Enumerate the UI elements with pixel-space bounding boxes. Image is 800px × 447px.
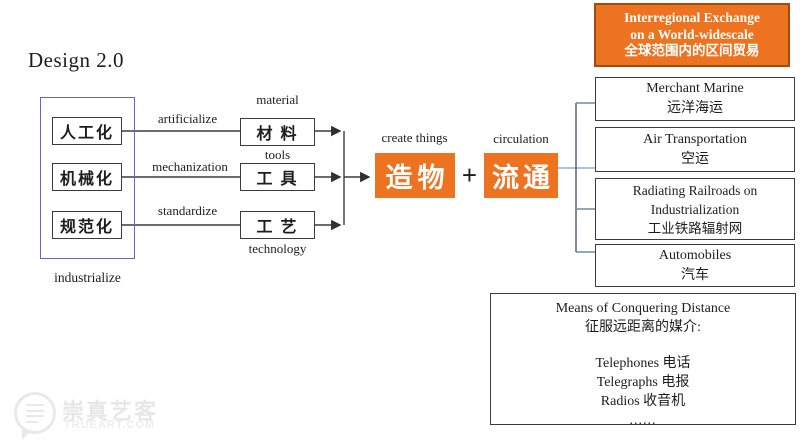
box-technology: 工 艺 bbox=[240, 211, 315, 239]
air-transportation-zh: 空运 bbox=[681, 151, 709, 167]
watermark-logo-tail bbox=[22, 430, 32, 440]
watermark-name: 崇真艺客 bbox=[62, 399, 159, 424]
caption-technology: technology bbox=[248, 241, 307, 256]
watermark-domain: TRUEART.COM bbox=[64, 419, 156, 431]
conquering-distance-box: Means of Conquering Distance 征服远距离的媒介: T… bbox=[490, 293, 796, 428]
exchange-line-1: Interregional Exchange bbox=[624, 10, 760, 26]
box-standardize: 规范化 bbox=[52, 211, 122, 239]
caption-material: material bbox=[256, 92, 299, 107]
process-label-mechanization: mechanization bbox=[152, 159, 228, 174]
box-radiating-railroads: Radiating Railroads on Industrialization… bbox=[595, 178, 795, 240]
box-air-transportation: Air Transportation 空运 bbox=[595, 127, 795, 172]
box-mechanization: 机械化 bbox=[52, 163, 122, 191]
interregional-exchange-box: Interregional Exchange on a World-widesc… bbox=[594, 3, 790, 67]
automobiles-zh: 汽车 bbox=[681, 267, 709, 283]
circulation-branch-bracket bbox=[558, 102, 597, 253]
box-automobiles: Automobiles 汽车 bbox=[595, 244, 795, 287]
merchant-marine-en: Merchant Marine bbox=[646, 81, 744, 96]
caption-tools: tools bbox=[264, 147, 291, 162]
page-title: Design 2.0 bbox=[28, 48, 124, 72]
distance-line-1: Means of Conquering Distance bbox=[555, 301, 731, 316]
box-artificialize: 人工化 bbox=[52, 117, 122, 145]
distance-line-4: Telegraphs 电报 bbox=[596, 375, 690, 390]
box-create-things: 造物 bbox=[375, 153, 455, 198]
resource-merge-arrows bbox=[315, 125, 371, 231]
caption-circulation: circulation bbox=[493, 131, 549, 146]
box-standardize-label: 规范化 bbox=[59, 219, 114, 236]
distance-line-3: Telephones 电话 bbox=[595, 356, 691, 371]
watermark-logo-icon bbox=[14, 392, 56, 434]
air-transportation-en: Air Transportation bbox=[643, 131, 747, 147]
industrialize-label: industrialize bbox=[54, 270, 121, 285]
caption-create-things: create things bbox=[381, 130, 448, 145]
radiating-railroads-en2: Industrialization bbox=[650, 201, 740, 217]
process-label-artificialize: artificialize bbox=[157, 111, 218, 126]
distance-line-5: Radios 收音机 bbox=[600, 394, 686, 409]
plus-sign: + bbox=[461, 160, 478, 190]
merchant-marine-zh: 远洋海运 bbox=[667, 101, 723, 116]
box-material-label: 材 料 bbox=[256, 126, 299, 143]
box-technology-label: 工 艺 bbox=[256, 219, 299, 236]
box-tools: 工 具 bbox=[240, 163, 315, 191]
distance-ellipsis: ...... bbox=[629, 413, 657, 428]
exchange-line-3: 全球范围内的区间贸易 bbox=[624, 43, 760, 59]
radiating-railroads-zh: 工业铁路辐射网 bbox=[647, 220, 743, 236]
exchange-line-2: on a World-widescale bbox=[630, 26, 754, 42]
box-circulation: 流通 bbox=[484, 153, 558, 198]
industrialize-frame bbox=[40, 97, 135, 259]
box-artificialize-label: 人工化 bbox=[59, 125, 114, 142]
process-label-standardize: standardize bbox=[157, 203, 218, 218]
box-tools-label: 工 具 bbox=[256, 171, 299, 188]
box-material: 材 料 bbox=[240, 118, 315, 146]
radiating-railroads-en1: Radiating Railroads on bbox=[632, 182, 758, 198]
automobiles-en: Automobiles bbox=[658, 247, 732, 263]
box-merchant-marine: Merchant Marine 远洋海运 bbox=[595, 77, 795, 121]
distance-line-2: 征服远距离的媒介: bbox=[585, 320, 701, 335]
box-mechanization-label: 机械化 bbox=[59, 171, 114, 188]
